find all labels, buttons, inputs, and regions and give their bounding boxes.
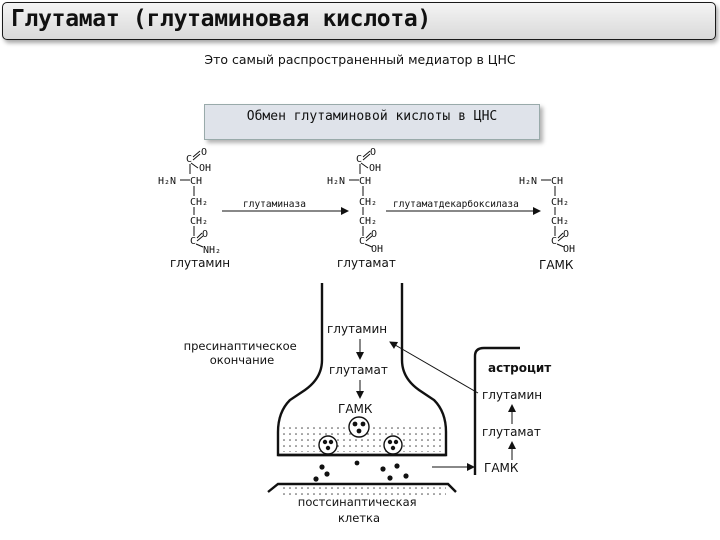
bond-double — [557, 232, 564, 239]
bond — [195, 243, 204, 248]
presynaptic-label-text: пресинаптическое — [184, 339, 297, 353]
bond-double — [362, 150, 371, 158]
atom-o: O — [370, 147, 376, 158]
atom-o: O — [202, 229, 208, 240]
atom-ch2: CH₂ — [359, 197, 377, 208]
astrocyte-label: астроцит — [488, 361, 551, 375]
atom-o: O — [563, 229, 569, 240]
atom-h2n: H₂N — [519, 176, 537, 187]
atom-ch2: CH₂ — [359, 216, 377, 227]
atom-oh: OH — [369, 163, 381, 174]
bond-double — [196, 232, 203, 239]
postsynaptic-membrane-shading — [280, 486, 446, 498]
postsynaptic-label: постсинаптическая клетка — [298, 495, 420, 525]
enzyme-glutaminase: глутаминаза — [243, 199, 306, 210]
enzyme-decarboxylase: глутаматдекарбоксилаза — [393, 199, 519, 210]
astro-glutamine-label: глутамин — [482, 388, 542, 402]
atom-ch2: CH₂ — [190, 197, 208, 208]
glutamine-structure: C O OH H₂N CH CH₂ CH₂ C O NH₂ — [158, 147, 221, 256]
atom-ch2: CH₂ — [551, 216, 569, 227]
bond-double — [196, 235, 204, 242]
atom-ch: CH — [551, 176, 563, 187]
atom-c: C — [186, 154, 192, 165]
atom-ch2: CH₂ — [551, 197, 569, 208]
atom-h2n: H₂N — [158, 176, 176, 187]
bond — [190, 162, 199, 169]
atom-c: C — [359, 236, 365, 247]
gaba-structure: H₂N CH CH₂ CH₂ C O OH — [519, 176, 575, 255]
vesicle — [383, 435, 403, 455]
bond — [556, 243, 565, 248]
atom-oh: OH — [371, 244, 383, 255]
title-bar: Глутамат (глутаминовая кислота) — [2, 2, 716, 40]
arrow-astro-glutamine-to-neuron — [389, 341, 479, 394]
astro-glutamate-label: глутамат — [482, 425, 541, 439]
atom-ch2: CH₂ — [190, 216, 208, 227]
atom-h2n: H₂N — [327, 176, 345, 187]
presynaptic-label: пресинаптическое окончание — [184, 339, 301, 367]
molecule-glutamine-label: глутамин — [170, 256, 230, 270]
molecule-glutamate-label: глутамат — [337, 256, 396, 270]
bond-double — [365, 235, 373, 242]
postsynaptic-membrane — [267, 482, 457, 493]
postsynaptic-label-text: постсинаптическая — [298, 495, 417, 509]
bond-double — [192, 150, 201, 158]
bond — [360, 162, 369, 169]
exchange-box: Обмен глутаминовой кислоты в ЦНС — [204, 104, 540, 140]
atom-nh2: NH₂ — [203, 245, 221, 256]
bond-double — [192, 153, 201, 161]
astro-gaba-label: ГАМК — [484, 461, 519, 475]
atom-oh: OH — [199, 163, 211, 174]
presynaptic-label-text-line2: окончание — [210, 353, 274, 367]
pre-glutamine-label: глутамин — [327, 322, 387, 336]
atom-oh: OH — [563, 244, 575, 255]
bond-double — [362, 153, 371, 161]
bond-double — [365, 232, 372, 239]
bond-double — [557, 235, 565, 242]
glutamate-structure: C O OH H₂N CH CH₂ CH₂ C O OH — [327, 147, 383, 255]
astrocyte-outline — [473, 346, 520, 475]
atom-o: O — [201, 147, 207, 158]
intro-text: Это самый распространенный медиатор в ЦН… — [204, 52, 516, 67]
pre-glutamate-label: глутамат — [329, 363, 388, 377]
atom-c: C — [356, 154, 362, 165]
molecule-gaba-label: ГАМК — [539, 258, 574, 272]
pre-gaba-label: ГАМК — [338, 402, 373, 416]
atom-o: O — [371, 229, 377, 240]
vesicle — [318, 435, 338, 455]
atom-ch: CH — [359, 176, 371, 187]
atom-c: C — [190, 236, 196, 247]
page-title: Глутамат (глутаминовая кислота) — [11, 6, 431, 32]
bond — [364, 243, 373, 248]
exchange-box-label: Обмен глутаминовой кислоты в ЦНС — [246, 109, 498, 124]
atom-ch: CH — [190, 176, 202, 187]
postsynaptic-label-text-line2: клетка — [338, 511, 380, 525]
atom-c: C — [551, 236, 557, 247]
released-transmitter — [313, 460, 409, 482]
vesicle — [348, 416, 370, 438]
